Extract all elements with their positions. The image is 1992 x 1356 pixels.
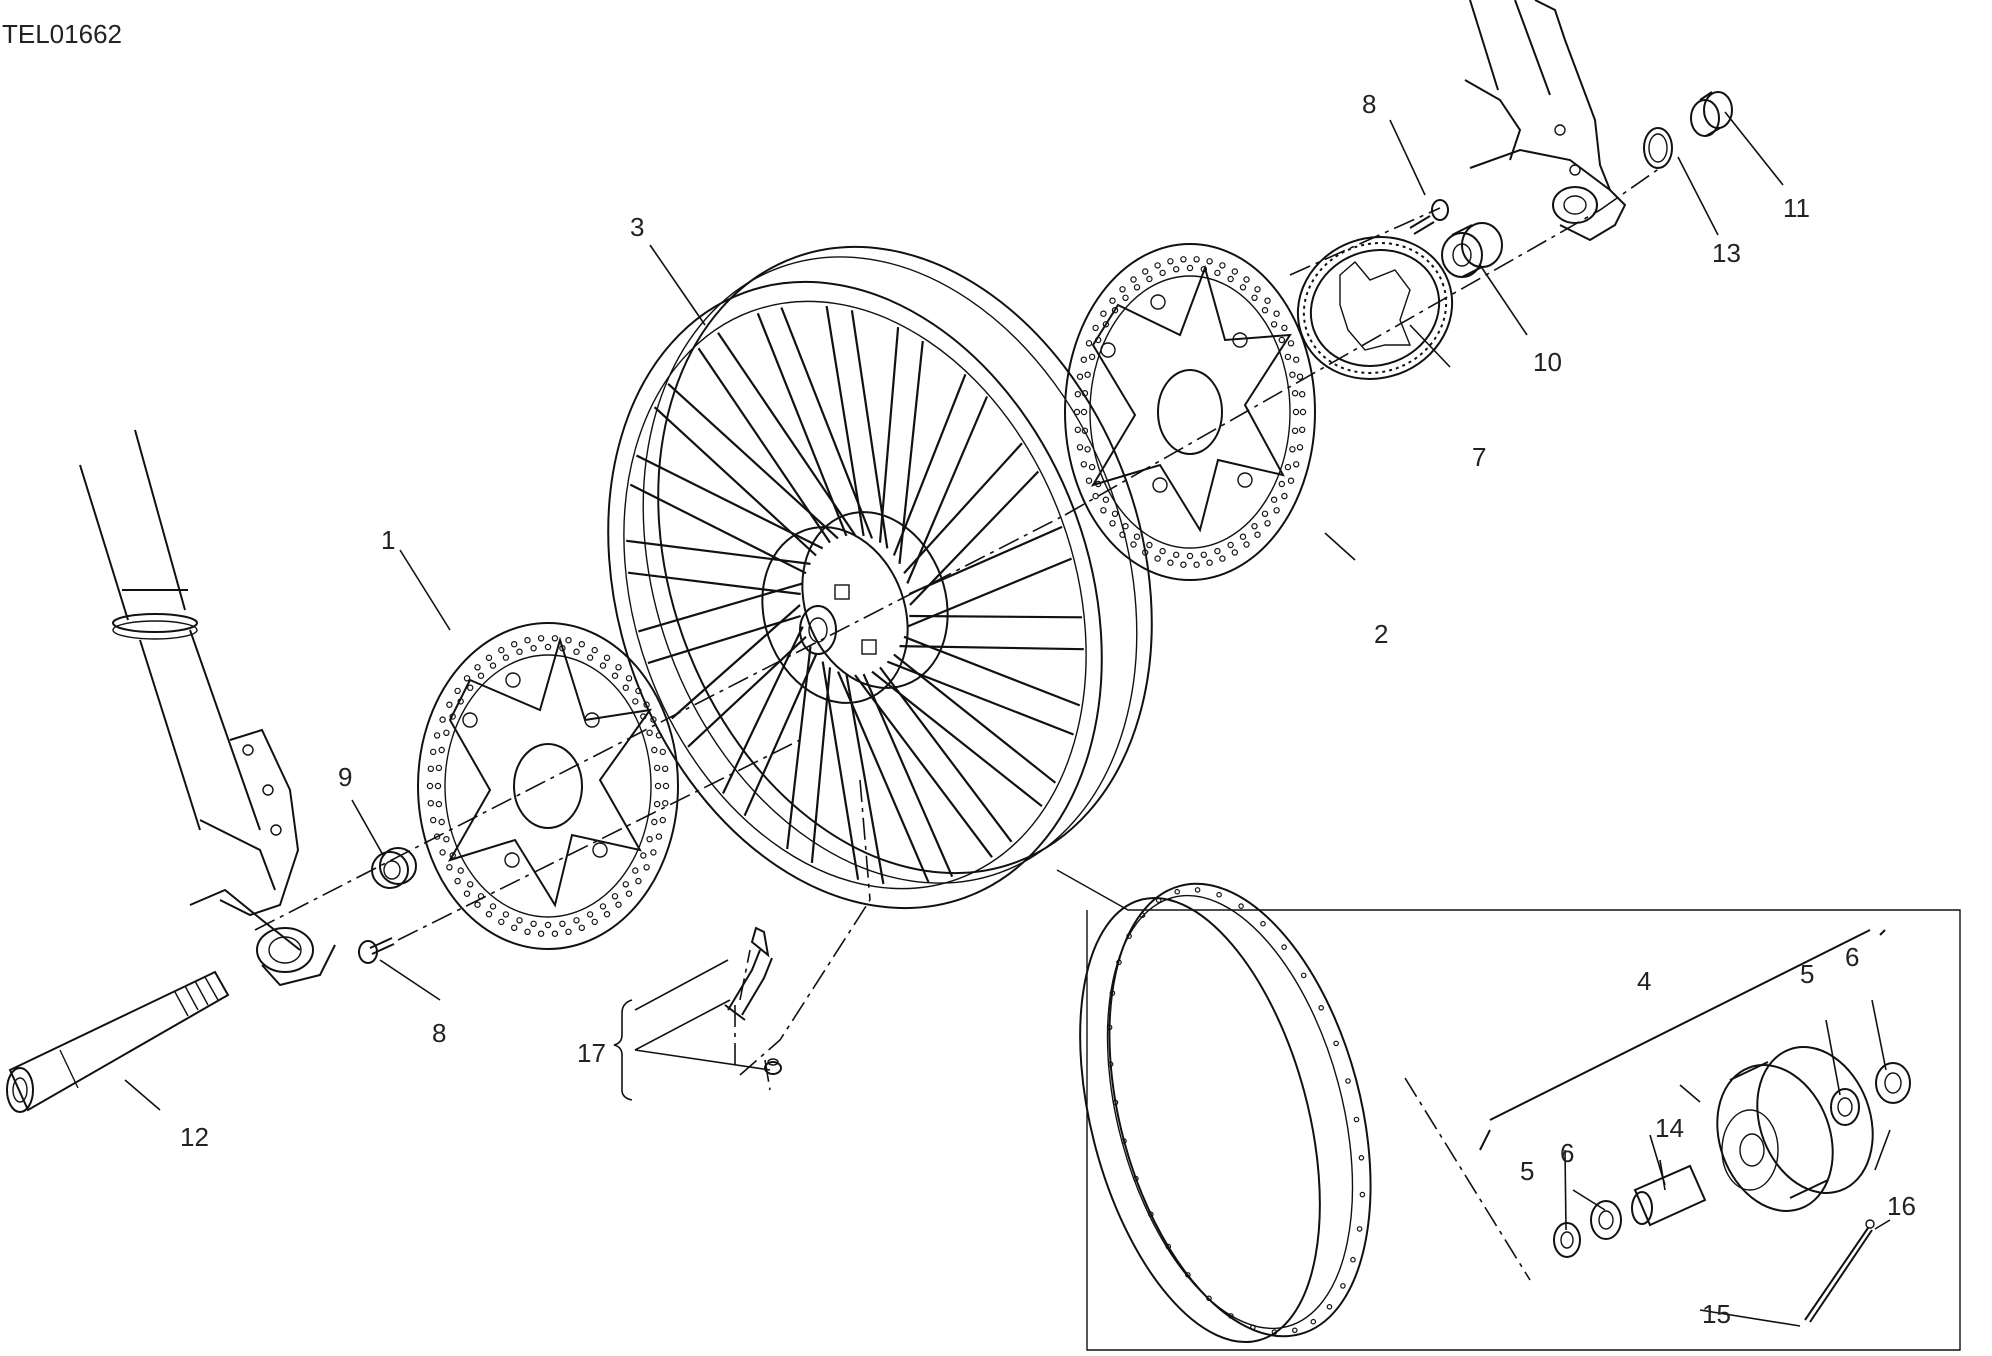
axle-nut-11 [1690,91,1733,137]
callout-17: 17 [577,1038,606,1068]
callout-labels: 1 2 3 4 5 5 6 6 7 8 8 9 10 11 12 13 14 1… [180,89,1916,1329]
left-fork-leg [79,429,336,987]
abs-tone-wheel [1296,236,1454,380]
callout-5-right: 5 [1800,959,1814,989]
spoked-front-wheel [607,245,1153,910]
callout-10: 10 [1533,347,1562,377]
callout-13: 13 [1712,238,1741,268]
callout-6-left: 6 [1560,1138,1574,1168]
callout-1: 1 [381,525,395,555]
tyre-valve-17 [724,926,782,1075]
screw-8-bottom [358,937,395,964]
callout-5-left: 5 [1520,1156,1534,1186]
front-wheel-axle [6,970,230,1113]
seal-13 [1643,127,1673,169]
leader-lines [124,111,1891,1327]
callout-6-right: 6 [1845,942,1859,972]
callout-15: 15 [1702,1299,1731,1329]
right-fork-leg [1464,0,1627,242]
spacer-10 [1441,222,1503,278]
callout-9: 9 [338,762,352,792]
detail-inset [1056,869,1961,1351]
callout-8-top: 8 [1362,89,1376,119]
callout-16: 16 [1887,1191,1916,1221]
screw-8-top [1409,199,1449,235]
drawing-code: TEL01662 [2,19,122,49]
seal-9 [371,847,417,889]
callout-7: 7 [1472,442,1486,472]
callout-3: 3 [630,212,644,242]
brake-disc-right [1064,243,1316,581]
brake-disc-left [417,622,679,950]
callout-11: 11 [1783,193,1810,223]
callout-2: 2 [1374,619,1388,649]
callout-8-bottom: 8 [432,1018,446,1048]
callout-12: 12 [180,1122,209,1152]
callout-4: 4 [1637,966,1651,996]
callout-14: 14 [1655,1113,1684,1143]
wheel-spokes [626,305,1084,885]
assembly-axis-lines [254,167,1661,1281]
